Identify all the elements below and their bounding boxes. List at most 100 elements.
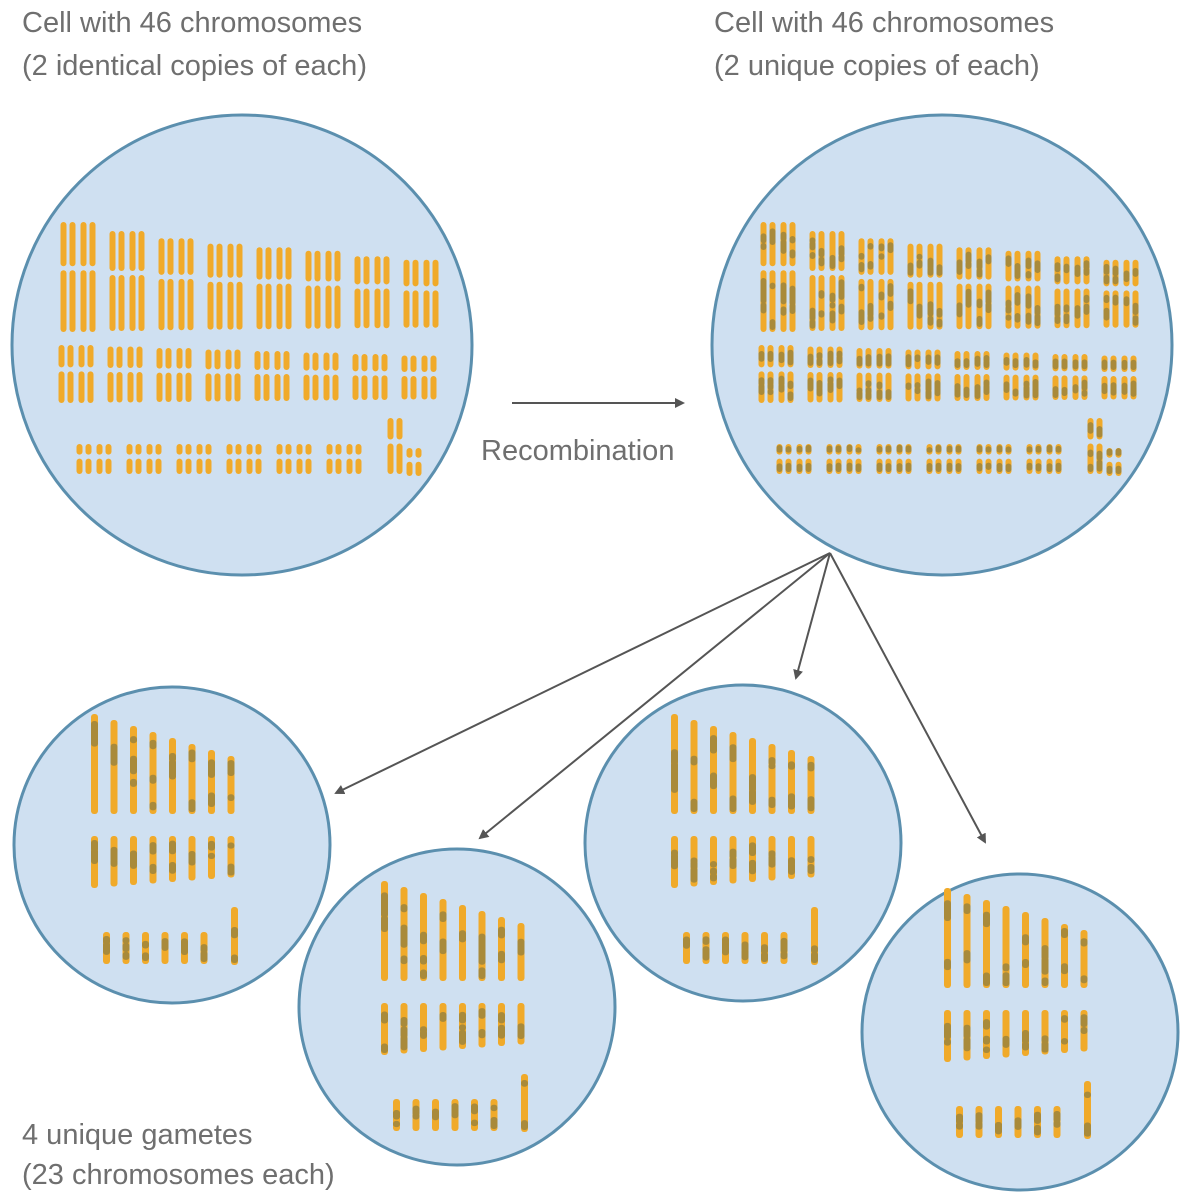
chromatid	[346, 444, 353, 455]
chromatid	[326, 444, 333, 455]
chromatid	[185, 348, 192, 369]
chromatid	[401, 375, 408, 400]
chromatid	[372, 354, 379, 372]
chromatid	[60, 270, 67, 332]
chromatid	[498, 1003, 505, 1046]
chromatid	[256, 283, 263, 330]
chromatid	[156, 348, 163, 369]
chromatid	[381, 354, 388, 372]
chromatid	[105, 444, 112, 455]
chromatid	[205, 349, 212, 370]
chromatid	[325, 285, 332, 329]
chromatid	[963, 894, 971, 988]
left-cell-subtitle: (2 identical copies of each)	[22, 50, 367, 82]
chromatid	[135, 458, 142, 474]
chromatid	[305, 444, 312, 455]
chromatid	[110, 720, 118, 814]
chromatid	[227, 281, 234, 330]
chromatid	[276, 247, 283, 280]
chromatid	[176, 444, 183, 455]
chromatid	[276, 283, 283, 330]
chromatid	[214, 373, 221, 402]
chromatid	[227, 243, 234, 278]
chromatid	[410, 375, 417, 400]
chromatid	[263, 351, 270, 370]
chromatid	[430, 355, 437, 372]
chromatid	[285, 458, 292, 474]
chromatid	[312, 352, 319, 371]
chromatid	[521, 1074, 528, 1132]
chromatid	[335, 444, 342, 455]
chromatid	[185, 458, 192, 474]
parent-cell-identical	[10, 113, 474, 577]
chromatid	[403, 259, 410, 287]
chromatid	[361, 354, 368, 372]
chromatid	[67, 345, 74, 368]
gamete-cell-4	[860, 872, 1180, 1192]
chromatid	[498, 917, 505, 981]
chromatid	[187, 238, 194, 275]
chromatid	[246, 444, 253, 455]
chromatid	[285, 444, 292, 455]
chromatid	[936, 281, 943, 330]
chromatid	[396, 443, 403, 474]
chromatid	[254, 351, 261, 370]
chromatid	[421, 355, 428, 372]
chromatid	[459, 905, 466, 981]
chromatid	[381, 375, 388, 400]
chromatid	[80, 270, 87, 332]
recombination-label: Recombination	[481, 435, 675, 467]
chromatid	[67, 371, 74, 403]
chromatid	[406, 448, 413, 458]
chromatid	[236, 243, 243, 278]
chromatid	[126, 458, 133, 474]
chromatid	[155, 458, 162, 474]
chromatid	[156, 372, 163, 402]
gamete-chromosomes-4	[944, 888, 1091, 1139]
chromatid	[274, 351, 281, 370]
chromatid	[818, 275, 825, 331]
chromatid	[205, 373, 212, 402]
chromatid	[87, 345, 94, 368]
chromatid	[265, 247, 272, 280]
chromatid	[234, 373, 241, 402]
chromatid	[85, 458, 92, 474]
chromatid	[136, 372, 143, 403]
chromatid	[105, 458, 112, 474]
chromatid	[216, 243, 223, 278]
chromatid	[256, 247, 263, 280]
chromatid	[129, 275, 136, 331]
chromatid	[165, 348, 172, 369]
chromatid	[225, 349, 232, 370]
chromatid	[355, 458, 362, 474]
chromatid	[296, 444, 303, 455]
chromatid	[415, 461, 422, 476]
chromatid	[312, 374, 319, 401]
chromatid	[235, 444, 242, 455]
chromatid	[372, 375, 379, 400]
chromatid	[410, 355, 417, 372]
gamete-cell-2	[297, 847, 617, 1167]
chromatid	[323, 352, 330, 371]
chromatid	[374, 256, 381, 285]
chromatid	[85, 444, 92, 455]
chromatid	[58, 345, 65, 368]
chromatid	[80, 222, 87, 267]
chromatid	[167, 238, 174, 275]
chromatid	[265, 283, 272, 330]
chromatid	[303, 352, 310, 371]
chromatid	[176, 348, 183, 369]
chromatid	[1022, 912, 1029, 988]
gamete-chromosomes-3	[671, 714, 818, 965]
chromatid	[126, 444, 133, 455]
chromatid	[118, 275, 125, 331]
chromatid	[346, 458, 353, 474]
gamete-chromosomes-2	[381, 881, 528, 1132]
chromatid	[178, 278, 185, 331]
arrow-to-gamete-1	[334, 552, 831, 795]
chromatid	[305, 250, 312, 282]
chromatid	[116, 346, 123, 369]
chromatid	[196, 458, 203, 474]
chromatid	[78, 371, 85, 403]
gametes-title: 4 unique gametes	[22, 1119, 253, 1151]
